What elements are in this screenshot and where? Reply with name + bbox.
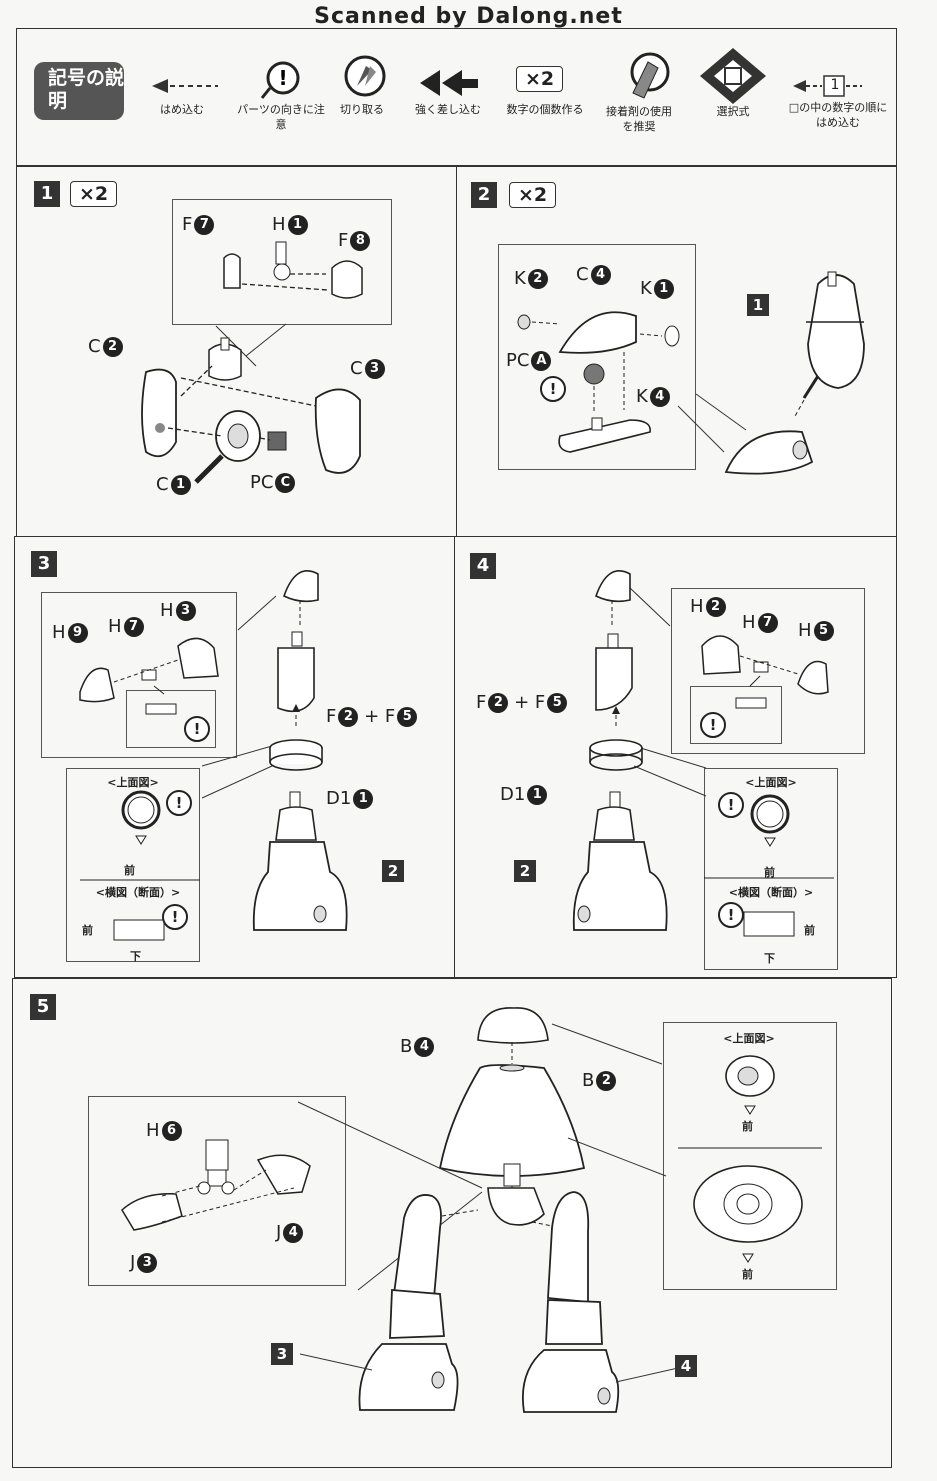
step-1-diagram <box>141 241 363 484</box>
step-5-panel <box>12 978 892 1468</box>
legend-title: 記号の説明 <box>34 62 124 120</box>
legend-frame <box>16 28 897 166</box>
step-5-front-label-lower: 前 <box>742 1268 753 1281</box>
step-4-number: 4 <box>470 553 496 579</box>
legend-label-glue: 接着剤の使用を推奨 <box>606 105 672 133</box>
step-3-side-warning-icon: ! <box>162 904 188 930</box>
step-4-side-front-label: 前 <box>804 924 815 937</box>
step-4-detail-warning-icon: ! <box>700 712 726 738</box>
step-3-detail-warning-icon: ! <box>184 716 210 742</box>
legend-label-orientation: パーツの向きに注意 <box>237 103 325 131</box>
legend-icons: ! <box>152 48 862 104</box>
choice-icon <box>700 48 766 104</box>
scanner-credit: Scanned by Dalong.net <box>314 4 623 29</box>
step-4-top-view-label: <上面図> <box>745 776 797 789</box>
step-5-number: 5 <box>30 994 56 1020</box>
step-4-top-warning-icon: ! <box>718 792 744 818</box>
step-5-top-view-label: <上面図> <box>723 1032 775 1045</box>
step-4-side-warning-icon: ! <box>718 902 744 928</box>
step-2-warning-icon: ! <box>540 376 566 402</box>
step-3-side-front-label: 前 <box>82 924 93 937</box>
multiplier-icon: ×2 <box>516 66 564 92</box>
step-4-diagram <box>572 570 834 937</box>
legend-label-cut: 切り取る <box>340 103 384 116</box>
nipper-icon <box>344 55 386 97</box>
step-5-ref-right: 4 <box>675 1355 697 1377</box>
step-3-top-warning-icon: ! <box>166 790 192 816</box>
part-f7 <box>223 253 241 289</box>
step-3-side-view-label: <横図（断面）> <box>95 886 181 899</box>
step-5-ref-left: 3 <box>271 1343 293 1365</box>
dashed-arrow-icon <box>152 79 218 93</box>
double-arrow-icon <box>420 70 478 96</box>
glue-icon <box>630 52 670 99</box>
part-f8 <box>331 260 363 299</box>
step-4-panel <box>454 536 897 978</box>
step-4-side-view-label: <横図（断面）> <box>728 886 814 899</box>
step-4-side-bottom-label: 下 <box>764 952 775 965</box>
step-3-diagram <box>79 570 348 941</box>
legend-label-press-fit: はめ込む <box>160 103 204 116</box>
step-5-front-label-upper: 前 <box>742 1120 753 1133</box>
step-3-side-bottom-label: 下 <box>130 950 141 963</box>
svg-text:!: ! <box>278 66 287 90</box>
legend-label-push-hard: 強く差し込む <box>415 103 481 116</box>
step-3-number: 3 <box>31 551 57 577</box>
step-1-number: 1 <box>34 181 60 207</box>
exclamation-icon: ! <box>260 61 300 99</box>
part-h1 <box>273 241 291 281</box>
step-4-ref: 2 <box>514 860 536 882</box>
legend-label-order: □の中の数字の順にはめ込む <box>788 101 888 129</box>
step-2-diagram <box>517 271 865 475</box>
step-3-top-front-label: 前 <box>124 864 135 877</box>
step-4-top-front-label: 前 <box>764 866 775 879</box>
step-5-diagram <box>121 1007 822 1413</box>
step-1-multiplier: ×2 <box>70 181 118 207</box>
legend-label-choice: 選択式 <box>716 105 750 118</box>
step-2-number: 2 <box>471 182 497 208</box>
numbered-arrow-icon <box>793 75 862 97</box>
step-3-top-view-label: <上面図> <box>107 776 159 789</box>
step-3-ref: 2 <box>382 860 404 882</box>
legend-label-make-count: 数字の個数作る <box>506 103 584 116</box>
step-2-multiplier: ×2 <box>509 182 557 208</box>
numbered-arrow-digit: 1 <box>830 77 840 93</box>
step-2-ref: 1 <box>747 294 769 316</box>
